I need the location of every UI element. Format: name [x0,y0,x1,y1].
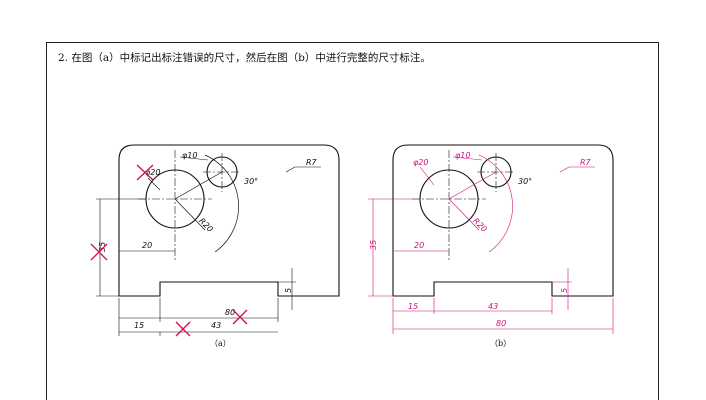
question-text: 2. 在图（a）中标记出标注错误的尺寸，然后在图（b）中进行完整的尺寸标注。 [58,50,431,65]
fa-label-angle30: 30° [244,177,258,186]
error-mark-d43 [175,321,191,337]
figure-a-r20-arc [204,154,239,253]
figure-b-outline [392,144,614,297]
fb-label-r7: R7 [580,158,592,167]
fb-label-r20: R20 [471,216,489,234]
figure-a-small-hole [206,156,238,188]
figure-b-small-hole [480,156,512,188]
question-number: 2. [58,52,69,64]
figure-b [392,144,614,297]
fa-label-d5: 5 [284,288,293,293]
fa-label-d35: 35 [98,242,107,252]
error-mark-d80 [232,309,248,325]
fb-label-angle30: 30° [518,177,532,186]
fb-label-d35: 35 [369,240,378,250]
error-mark-phi20 [136,164,154,181]
figure-a-caption: （a） [210,339,231,348]
fb-label-d80: 80 [496,319,506,328]
figure-a-error-marks [90,164,248,337]
fa-label-d15: 15 [134,321,144,330]
fb-label-d5: 5 [560,288,569,293]
fb-label-d43: 43 [488,302,498,311]
figure-b-answer-dims [368,154,614,334]
fb-label-d20: 20 [414,241,424,250]
question-frame [46,42,659,400]
fa-label-phi20: φ20 [145,168,160,177]
fa-label-phi10: φ10 [182,151,197,160]
figure-a-outline [118,144,340,297]
question-body: 在图（a）中标记出标注错误的尺寸，然后在图（b）中进行完整的尺寸标注。 [71,52,431,64]
figure-b-caption: （b） [490,339,511,348]
fa-label-d20: 20 [142,241,152,250]
fa-label-d80: 80 [225,308,235,317]
fa-label-d43: 43 [211,321,221,330]
fb-label-phi10: φ10 [455,151,470,160]
figure-a [96,144,340,336]
fa-label-r7: R7 [306,158,318,167]
error-mark-d35 [90,243,108,261]
fb-label-phi20: φ20 [413,158,428,167]
fb-label-d15: 15 [408,302,418,311]
fa-label-r20: R20 [197,216,215,234]
